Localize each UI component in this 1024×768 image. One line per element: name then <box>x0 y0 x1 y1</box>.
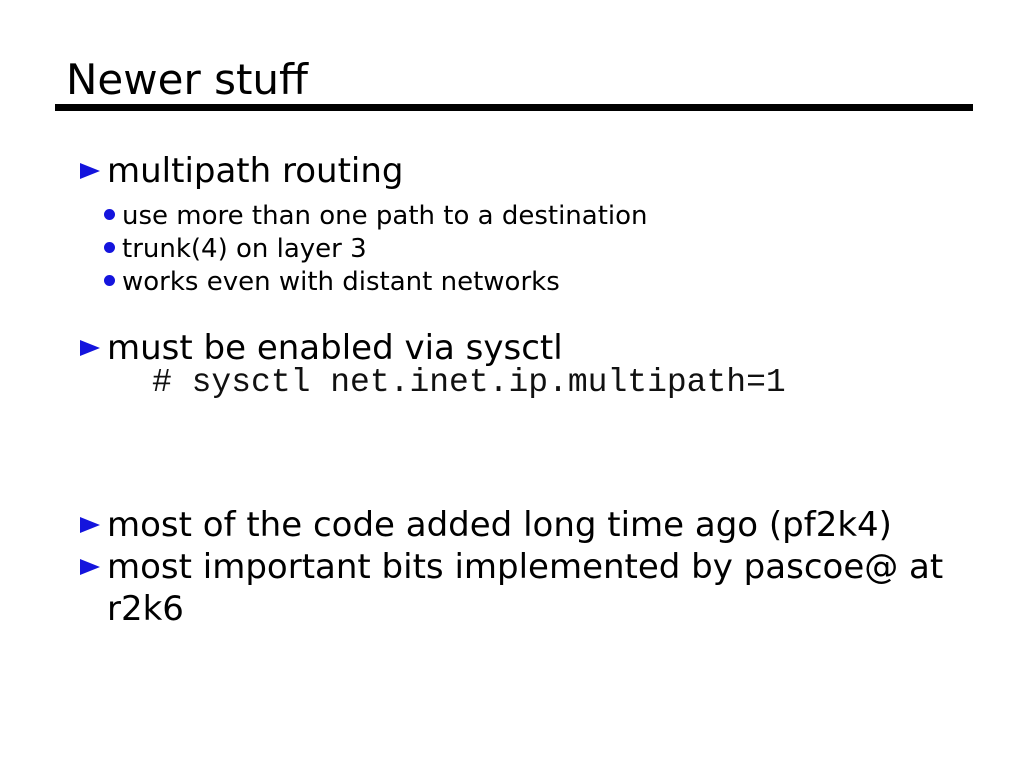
sub-bullet-text: trunk(4) on layer 3 <box>122 234 367 264</box>
bullet-text: must be enabled via sysctl <box>107 328 563 368</box>
bullet-item-sysctl: must be enabled via sysctl <box>0 327 1024 369</box>
bullet-group-multipath: multipath routing use more than one path… <box>0 150 1024 299</box>
dot-bullet-icon <box>104 200 122 220</box>
bullet-group-sysctl: must be enabled via sysctl # sysctl net.… <box>0 327 1024 403</box>
title-underline-rule <box>55 104 973 111</box>
bullet-item-code-added: most of the code added long time ago (pf… <box>0 504 1024 546</box>
sub-bullet-list: use more than one path to a destination … <box>0 200 1024 299</box>
sysctl-command-code: # sysctl net.inet.ip.multipath=1 <box>152 364 786 401</box>
triangle-bullet-icon <box>80 327 107 356</box>
bullet-item-multipath-routing: multipath routing <box>0 150 1024 192</box>
bullet-text: most of the code added long time ago (pf… <box>107 505 892 545</box>
sub-bullet-item-trunk-layer3: trunk(4) on layer 3 <box>0 233 1024 266</box>
sub-bullet-text: works even with distant networks <box>122 267 560 297</box>
page-title: Newer stuff <box>66 55 308 104</box>
bullet-item-pascoe: most important bits implemented by pasco… <box>0 546 1024 630</box>
dot-bullet-icon <box>104 233 122 253</box>
triangle-bullet-icon <box>80 504 107 533</box>
sub-bullet-item-distant-networks: works even with distant networks <box>0 266 1024 299</box>
bullet-text: multipath routing <box>107 151 404 191</box>
bullet-text: most important bits implemented by pasco… <box>107 547 944 629</box>
dot-bullet-icon <box>104 266 122 286</box>
triangle-bullet-icon <box>80 150 107 179</box>
triangle-bullet-icon <box>80 546 107 575</box>
sub-bullet-item-use-more-paths: use more than one path to a destination <box>0 200 1024 233</box>
sub-bullet-text: use more than one path to a destination <box>122 201 648 231</box>
bullet-group-history: most of the code added long time ago (pf… <box>0 504 1024 630</box>
